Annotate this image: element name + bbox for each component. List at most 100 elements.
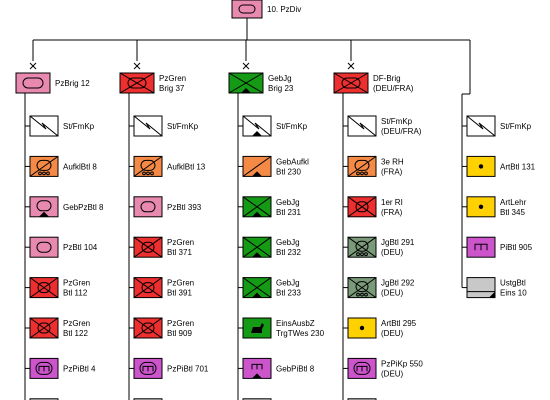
unit-node[interactable]: ArtBtl 131 [466,155,536,177]
unit-node[interactable] [133,398,163,400]
recon-tracked-icon [29,155,59,177]
engineer-armoured-icon [35,361,53,375]
armour-icon [238,4,256,14]
unit-node[interactable]: PzPiBtl 4 [29,357,96,379]
unit-node[interactable]: AufklBtl 13 [133,155,206,177]
support-icon [467,291,495,298]
unit-node[interactable]: GebVers [242,398,307,400]
unit-label: JgBtl 292 [381,279,415,288]
artillery-icon [359,325,365,331]
unit-node[interactable]: GebPzBtl 8 [29,196,104,218]
unit-frame [29,236,59,258]
unit-node[interactable]: St/FmKp [133,115,199,137]
unit-frame [133,398,163,400]
unit-label: PiBtl 905 [500,243,533,252]
unit-label: Eins 10 [500,289,527,298]
unit-node[interactable]: PzPiKp 550(DEU) [347,357,423,379]
unit-node[interactable]: St/FmKp [29,115,95,137]
unit-node[interactable]: PzBtl 393 [133,196,202,218]
unit-node[interactable]: St/FmKp [242,115,308,137]
unit-label: PzGren [167,279,194,288]
mech-infantry-icon [29,277,59,299]
recon-tracked-icon [347,155,377,177]
unit-label: Btl 371 [167,248,192,257]
unit-frame [242,398,272,400]
unit-label: Btl 231 [276,208,301,217]
unit-label: GebPzBtl 8 [63,203,104,212]
unit-node[interactable]: St/FmKp(DEU/FRA) [347,115,422,137]
unit-node[interactable]: 1er RI(FRA) [347,196,403,218]
unit-label: (DEU) [381,329,404,338]
unit-node[interactable]: JgBtl 291(DEU) [347,236,415,258]
unit-label: PzBtl 393 [167,203,202,212]
unit-label: GebJg [276,279,300,288]
mech-infantry-icon [347,196,377,218]
unit-label: GebJg [276,198,300,207]
unit-node[interactable]: JgBtl 292(DEU) [347,277,415,299]
unit-label: (DEU) [381,289,404,298]
unit-label: PzGren [159,74,186,83]
unit-node[interactable] [29,398,59,400]
engineer-armoured-icon [139,361,157,375]
mech-infantry-icon [119,72,155,94]
unit-node[interactable]: AufklBtl 8 [29,155,97,177]
recon-mountain-icon [242,155,272,177]
unit-label: PzBrig 12 [55,79,90,88]
unit-node[interactable]: PiBtl 905 [466,236,533,258]
mech-infantry-wheeled-icon [347,277,377,299]
brigade-hq-node[interactable]: PzBrig 12 [15,72,90,94]
unit-node[interactable]: GebPiBtl 8 [242,357,315,379]
division-node[interactable]: 10. PzDiv [231,0,301,19]
unit-label: AufklBtl 13 [167,162,206,171]
brigade-hq-node[interactable]: DF-Brig(DEU/FRA) [333,72,414,94]
mech-infantry-icon [133,317,163,339]
unit-node[interactable]: 3e RH(FRA) [347,155,404,177]
unit-node[interactable]: DF-VersBtl [347,398,420,400]
unit-label: ArtLehr [500,198,527,207]
unit-node[interactable]: St/FmKp [466,115,532,137]
unit-label: PzGren [63,279,90,288]
unit-label: Btl 112 [63,289,88,298]
unit-node[interactable]: ArtBtl 295(DEU) [347,317,417,339]
unit-label: Btl 232 [276,248,301,257]
mech-infantry-icon [333,72,369,94]
unit-label: PzPiBtl 4 [63,364,96,373]
unit-label: ArtBtl 295 [381,319,417,328]
mech-infantry-wheeled-icon [347,236,377,258]
unit-frame [15,72,51,94]
recon-tracked-icon [133,155,163,177]
unit-label: (FRA) [381,208,403,217]
signal-icon [29,115,59,137]
unit-node[interactable]: PzBtl 104 [29,236,98,258]
unit-label: GebAufkl [276,157,309,166]
brigade-echelon-icon [29,62,37,70]
engineer-armoured-icon [353,361,371,375]
unit-label: GebJg [268,74,292,83]
unit-label: Brig 37 [159,84,185,93]
unit-label: UstgBtl [500,279,526,288]
mountain-infantry-icon [228,72,264,94]
unit-label: Btl 122 [63,329,88,338]
unit-node[interactable]: PzPiBtl 701 [133,357,209,379]
unit-label: DF-Brig [373,74,401,83]
engineer-mountain-icon [251,363,263,379]
unit-label: Btl 391 [167,289,192,298]
unit-label: St/FmKp [381,117,413,126]
unit-label: Btl 909 [167,329,192,338]
unit-label: Brig 23 [268,84,294,93]
